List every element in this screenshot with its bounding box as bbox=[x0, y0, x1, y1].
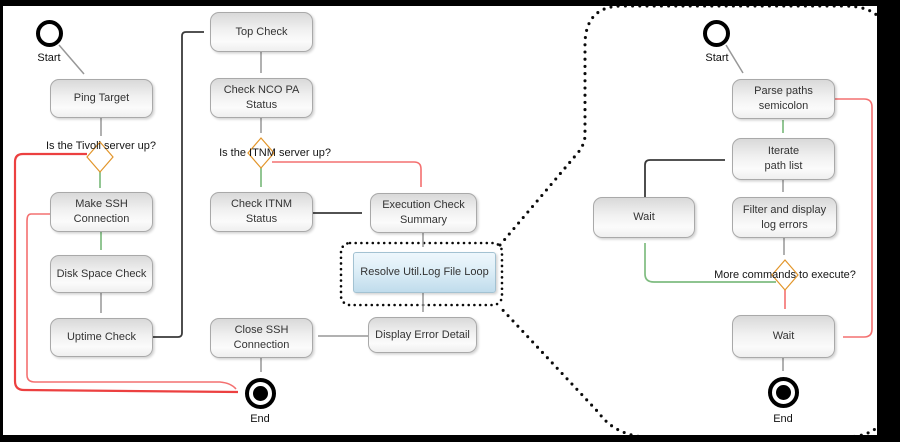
end-label-left: End bbox=[250, 413, 270, 425]
node-resolve-util-log-file-loop: Resolve Util.Log File Loop bbox=[353, 252, 496, 293]
frame-left bbox=[0, 0, 3, 442]
start-node-right bbox=[703, 20, 730, 47]
decision-tivoli-diamond bbox=[86, 141, 114, 173]
decision-diamonds bbox=[86, 137, 799, 291]
node-check-nco-pa-status: Check NCO PA Status bbox=[210, 78, 313, 118]
node-check-itnm-status: Check ITNM Status bbox=[210, 192, 313, 232]
frame-bottom bbox=[0, 435, 900, 442]
decision-itnm-diamond bbox=[247, 137, 275, 169]
node-close-ssh-connection: Close SSH Connection bbox=[210, 318, 313, 358]
start-label-right: Start bbox=[705, 52, 729, 64]
node-label: Execution Check Summary bbox=[382, 199, 465, 226]
node-label: Ping Target bbox=[73, 92, 130, 105]
node-iterate-path-list: Iterate path list bbox=[732, 138, 835, 180]
node-label: Uptime Check bbox=[66, 331, 137, 344]
node-label: Check ITNM Status bbox=[230, 198, 293, 225]
frame-right bbox=[877, 0, 900, 442]
middle-flow-arrows bbox=[260, 52, 424, 337]
decision-more-commands-diamond bbox=[771, 259, 799, 291]
node-parse-paths-semicolon: Parse paths semicolon bbox=[732, 79, 835, 119]
node-execution-check-summary: Execution Check Summary bbox=[370, 193, 477, 233]
node-label: Check NCO PA Status bbox=[223, 84, 300, 111]
node-label: Display Error Detail bbox=[375, 328, 470, 341]
frame-top bbox=[0, 0, 900, 6]
end-node-left bbox=[245, 378, 276, 409]
node-uptime-check: Uptime Check bbox=[50, 318, 153, 357]
decision-tivoli-label: Is the Tivoli server up? bbox=[45, 140, 157, 152]
start-node-left bbox=[36, 20, 63, 47]
node-disk-space-check: Disk Space Check bbox=[50, 255, 153, 293]
node-label: Iterate path list bbox=[764, 145, 803, 172]
node-label: Filter and display log errors bbox=[742, 203, 827, 231]
right-flow-arrows bbox=[644, 44, 873, 371]
node-label: Close SSH Connection bbox=[233, 324, 290, 351]
node-label: Wait bbox=[633, 211, 655, 224]
decision-itnm-label: Is the ITNM server up? bbox=[219, 147, 331, 159]
node-label: Make SSH Connection bbox=[73, 198, 130, 225]
callout-source-box bbox=[339, 241, 504, 307]
node-top-check: Top Check bbox=[210, 12, 313, 52]
node-label: Top Check bbox=[235, 25, 288, 38]
node-wait-end: Wait bbox=[732, 315, 835, 358]
decision-more-commands-label: More commands to execute? bbox=[714, 269, 856, 281]
end-node-right bbox=[768, 377, 799, 408]
start-label-left: Start bbox=[37, 52, 61, 64]
node-label: Resolve Util.Log File Loop bbox=[360, 266, 489, 279]
node-filter-and-display-log-errors: Filter and display log errors bbox=[732, 197, 837, 238]
node-wait-loop: Wait bbox=[593, 197, 695, 238]
node-ping-target: Ping Target bbox=[50, 79, 153, 118]
end-label-right: End bbox=[773, 413, 793, 425]
node-label: Parse paths semicolon bbox=[754, 85, 813, 112]
left-flow-arrows bbox=[13, 31, 262, 394]
node-make-ssh-connection: Make SSH Connection bbox=[50, 192, 153, 232]
node-label: Disk Space Check bbox=[56, 267, 147, 280]
node-display-error-detail: Display Error Detail bbox=[368, 317, 477, 353]
node-label: Wait bbox=[772, 330, 795, 343]
